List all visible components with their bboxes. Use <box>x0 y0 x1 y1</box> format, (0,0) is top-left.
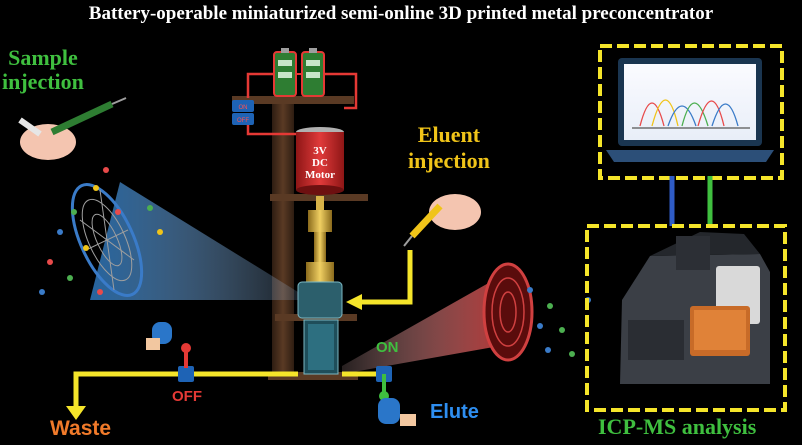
icp-ms-label: ICP-MS analysis <box>598 414 757 439</box>
sample-injection-label: Sample injection <box>2 46 84 94</box>
eluent-label-line2: injection <box>408 148 490 173</box>
gloved-hand-top-icon <box>146 322 172 350</box>
preconcentrator-column <box>297 281 343 375</box>
eluent-label-line1: Eluent <box>417 122 481 147</box>
battery-pack <box>273 48 325 97</box>
motor-label-line3: Motor <box>305 169 335 181</box>
sample-label-line1: Sample <box>8 45 78 70</box>
circuit-wires <box>246 72 358 136</box>
eluent-arrow <box>346 294 362 310</box>
gloved-hand-bottom-icon <box>378 398 416 426</box>
eluent-injection-label: Eluent injection <box>408 122 490 174</box>
elute-cone <box>342 262 534 374</box>
motor-label-line1: 3V <box>313 145 327 157</box>
waste-label: Waste <box>50 417 112 440</box>
motor-shaft <box>306 196 334 282</box>
valve-off <box>178 343 194 382</box>
sample-syringe-icon <box>18 97 127 160</box>
eluent-syringe-icon <box>403 194 481 247</box>
icp-ms-box <box>585 224 787 412</box>
sample-label-line2: injection <box>2 69 84 94</box>
laptop-box <box>598 44 784 180</box>
dc-motor <box>296 127 344 195</box>
waste-arrow <box>66 406 86 420</box>
svg-text:ON: ON <box>239 105 248 111</box>
elute-droplets <box>527 287 591 357</box>
elute-label: Elute <box>430 401 479 423</box>
figure-title: Battery-operable miniaturized semi-onlin… <box>88 3 714 24</box>
motor-label-line2: DC <box>312 157 328 169</box>
chromatogram-icon <box>632 99 750 129</box>
valve-off-label: OFF <box>172 388 202 405</box>
sample-cone <box>70 182 298 300</box>
valve-on <box>376 366 392 401</box>
power-switch: ON OFF <box>232 100 254 125</box>
svg-text:OFF: OFF <box>237 118 249 124</box>
motor-label: 3V DC Motor <box>296 145 344 181</box>
sample-droplets <box>39 167 163 295</box>
valve-on-label: ON <box>376 339 399 356</box>
flow-pipes <box>73 250 413 410</box>
